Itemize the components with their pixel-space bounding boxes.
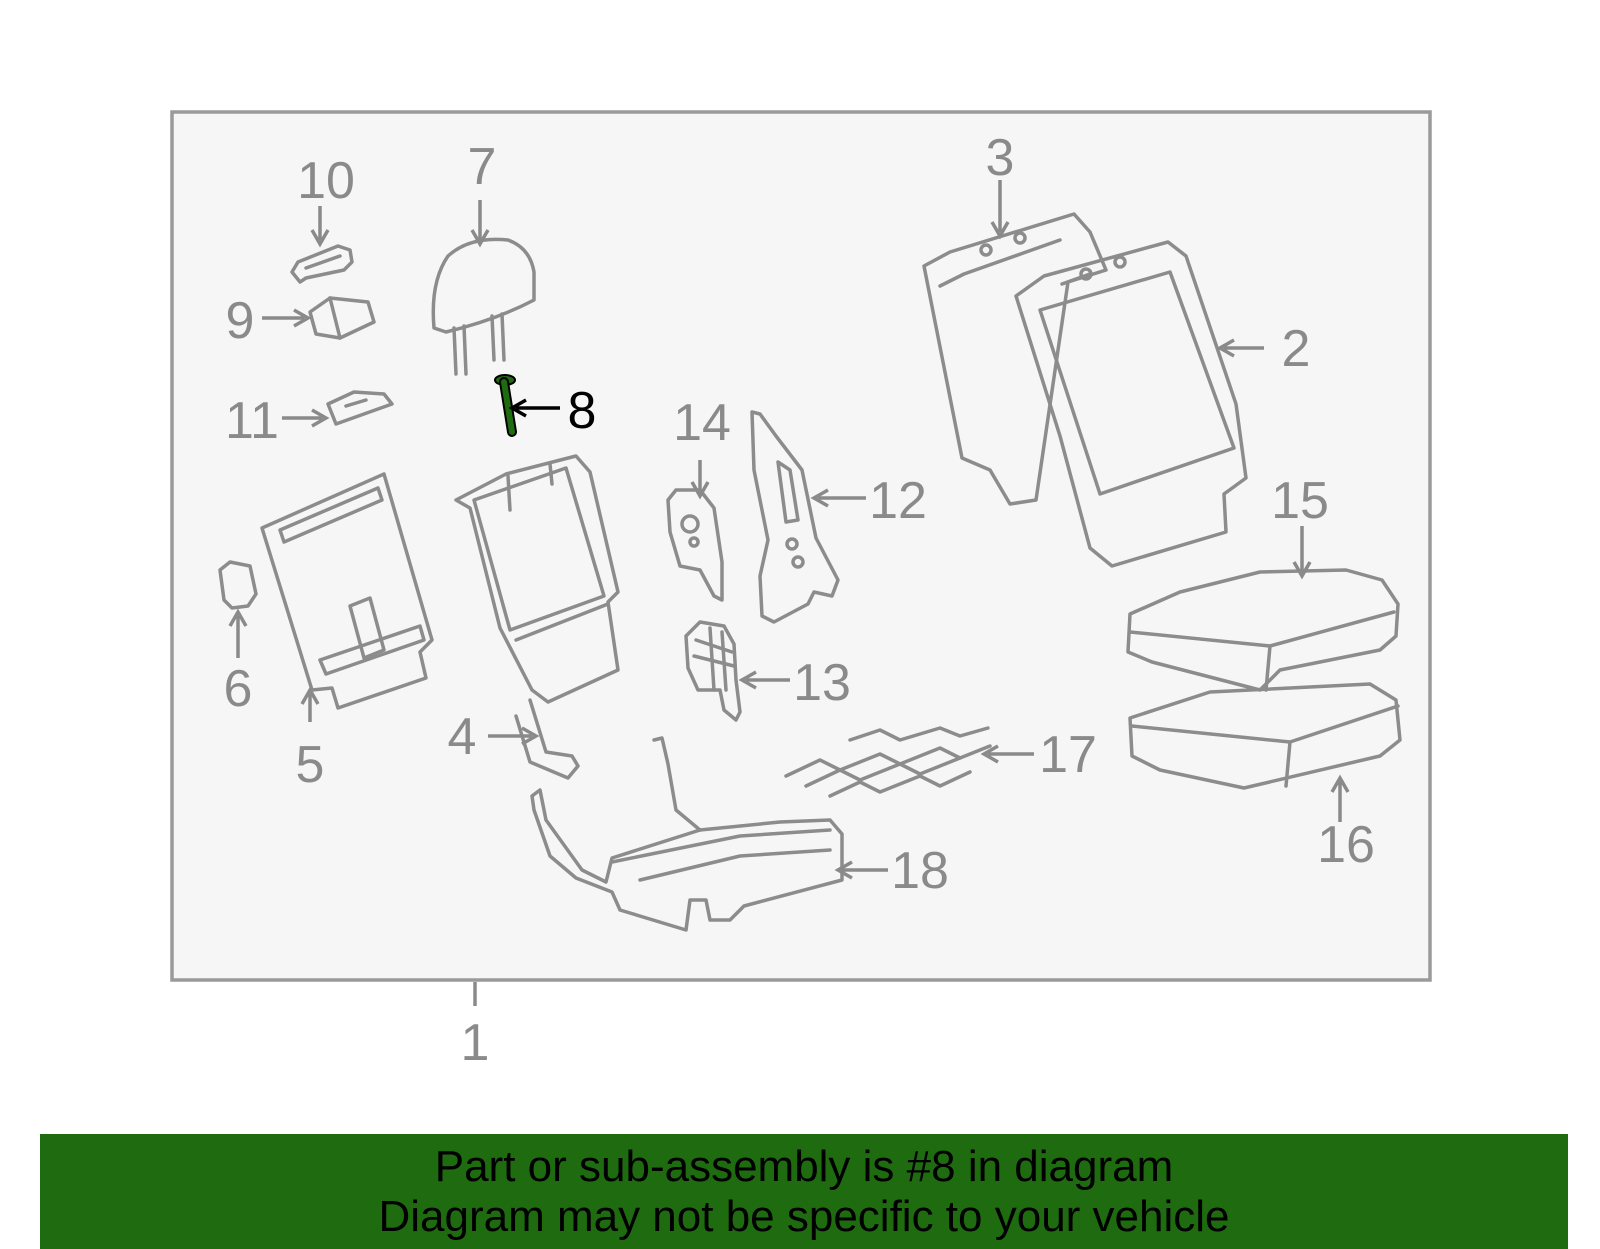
callout-12: 12 [869,472,927,530]
part-8-pin[interactable] [494,374,517,437]
part-2-back-cushion[interactable] [1014,240,1248,568]
callout-17: 17 [1039,726,1097,784]
part-10-cap[interactable] [290,244,354,284]
part-13-cover[interactable] [684,620,742,722]
callout-16: 16 [1317,816,1375,874]
callout-3: 3 [986,129,1015,187]
part-14-bracket[interactable] [666,488,724,602]
callout-18: 18 [891,842,949,900]
leader-arrows [228,180,1350,880]
callout-2: 2 [1282,320,1311,378]
part-5-back-panel[interactable] [260,472,434,710]
part-6-clip[interactable] [218,560,258,610]
part-17-springs[interactable] [784,726,992,798]
callout-9: 9 [226,292,255,350]
banner-line-2: Diagram may not be specific to your vehi… [378,1191,1230,1241]
callout-4: 4 [448,708,477,766]
diagram-panel [170,110,1432,982]
callout-5: 5 [296,736,325,794]
callout-15: 15 [1271,472,1329,530]
part-15-cushion-cover[interactable] [1126,568,1400,692]
callout-7: 7 [468,138,497,196]
callout-8: 8 [568,382,597,440]
part-12-side-plate[interactable] [750,410,840,624]
banner-line-1: Part or sub-assembly is #8 in diagram [434,1141,1174,1191]
parts-diagram: 1 2 3 4 5 6 7 8 9 10 11 12 13 14 15 16 1… [170,110,1432,1072]
part-7-headrest[interactable] [431,237,536,376]
part-9-guide[interactable] [308,296,376,340]
part-18-seat-frame[interactable] [530,736,844,932]
part-info-banner: Part or sub-assembly is #8 in diagram Di… [40,1134,1568,1249]
callout-14: 14 [673,394,731,452]
part-16-cushion-pad[interactable] [1128,682,1402,790]
part-4-frame[interactable] [454,454,620,780]
callout-10: 10 [297,152,355,210]
callout-13: 13 [793,654,851,712]
part-11-bracket[interactable] [326,390,394,426]
callout-6: 6 [224,660,253,718]
callout-1: 1 [461,1014,490,1072]
callout-11: 11 [225,392,279,450]
